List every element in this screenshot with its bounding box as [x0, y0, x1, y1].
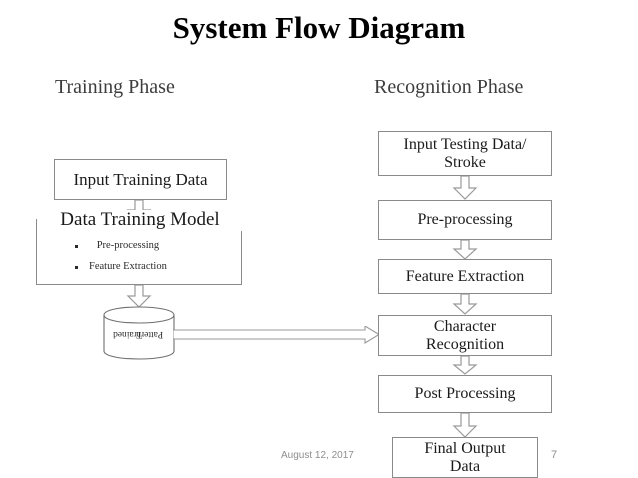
- node-final-output-data-label: Final Output Data: [420, 440, 509, 476]
- list-item: Pre-processing: [75, 240, 167, 252]
- down-block-arrow-5: [452, 294, 478, 315]
- node-label-line2: Recognition: [425, 335, 505, 353]
- node-label-line2: Stroke: [444, 153, 486, 171]
- node-post-processing-label: Post Processing: [414, 385, 516, 403]
- down-block-arrow-4: [452, 240, 478, 260]
- bullet-square-icon: [75, 265, 78, 269]
- bullet-square-icon: [75, 245, 78, 248]
- node-data-training-model[interactable]: Data Training Model Pre-processing Featu…: [36, 209, 243, 285]
- node-final-output-data[interactable]: Final Output Data: [392, 437, 538, 478]
- list-item: Feature Extraction: [75, 261, 167, 273]
- node-feature-extraction[interactable]: Feature Extraction: [378, 259, 552, 294]
- training-phase-label: Training Phase: [55, 76, 175, 98]
- node-label-line2: Data: [449, 457, 481, 475]
- node-input-training-data[interactable]: Input Training Data: [54, 159, 227, 200]
- node-input-training-data-label: Input Training Data: [73, 169, 208, 189]
- database-label-line2: Pattern: [136, 328, 164, 339]
- node-label-line1: Final Output: [424, 439, 506, 457]
- down-block-arrow-6: [452, 356, 478, 375]
- node-character-recognition-label: Character Recognition: [422, 318, 508, 354]
- node-data-training-model-title: Data Training Model: [37, 209, 243, 231]
- node-label-line1: Character: [433, 317, 497, 335]
- list-item-label: Feature Extraction: [89, 260, 167, 272]
- database-cylinder-label: Trained Pattern: [103, 306, 175, 360]
- data-training-model-bullets: Pre-processing Feature Extraction: [75, 240, 167, 282]
- node-feature-extraction-label: Feature Extraction: [405, 267, 525, 285]
- list-item-label: Pre-processing: [96, 240, 160, 251]
- recognition-phase-label: Recognition Phase: [374, 76, 524, 98]
- footer-date: August 12, 2017: [281, 450, 354, 461]
- database-cylinder[interactable]: Trained Pattern: [103, 306, 175, 360]
- node-input-testing-data[interactable]: Input Testing Data/ Stroke: [378, 131, 552, 176]
- down-block-arrow-2: [126, 285, 152, 308]
- footer-page-number: 7: [551, 449, 558, 461]
- node-pre-processing[interactable]: Pre-processing: [378, 200, 552, 240]
- node-label-line1: Input Testing Data/: [403, 135, 527, 153]
- page-title: System Flow Diagram: [172, 10, 466, 45]
- node-input-testing-data-label: Input Testing Data/ Stroke: [399, 136, 530, 172]
- down-block-arrow-3: [452, 176, 478, 200]
- down-block-arrow-7: [452, 413, 478, 438]
- node-pre-processing-label: Pre-processing: [417, 211, 513, 229]
- right-block-arrow-trained-pattern: [173, 326, 381, 345]
- node-character-recognition[interactable]: Character Recognition: [378, 315, 552, 356]
- node-post-processing[interactable]: Post Processing: [378, 375, 552, 413]
